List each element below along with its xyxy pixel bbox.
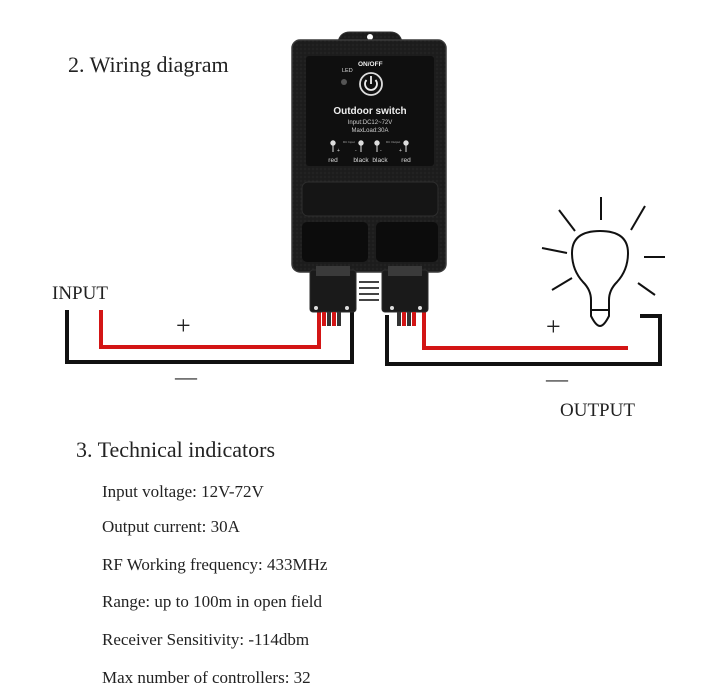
power-label: ON/OFF (358, 61, 383, 68)
terminal-1-label: red (328, 157, 338, 164)
terminal-2-label: black (353, 157, 369, 164)
terminal-3-polarity: - (380, 148, 382, 154)
device-max-load: MaxLoad:30A (351, 128, 388, 134)
terminal-4-polarity: + (399, 148, 402, 154)
spec-max-controllers: Max number of controllers: 32 (102, 668, 311, 687)
output-positive-wire (422, 310, 628, 350)
input-positive-wire (99, 310, 321, 349)
outdoor-switch-device: LED ON/OFF Outdoor switch Input:DC12~72V… (291, 31, 447, 326)
terminal-4-label: red (401, 157, 411, 164)
device-name: Outdoor switch (333, 106, 406, 117)
light-bulb-icon (541, 197, 665, 328)
output-negative-wire (385, 314, 662, 366)
terminal-1-polarity: + (337, 148, 340, 154)
terminal-3-label: black (372, 157, 388, 164)
technical-indicators-title: 3. Technical indicators (76, 437, 276, 462)
dc-output-tag: DC Output (386, 140, 400, 144)
wiring-diagram-title: 2. Wiring diagram (68, 52, 229, 77)
dc-input-tag: DC Input (343, 140, 355, 144)
spec-range: Range: up to 100m in open field (102, 592, 323, 611)
led-label: LED (342, 68, 353, 74)
spec-output-current: Output current: 30A (102, 517, 240, 536)
terminal-2-polarity: - (355, 148, 357, 154)
device-input-spec: Input:DC12~72V (348, 120, 393, 126)
led-indicator (341, 79, 347, 85)
spec-receiver-sensitivity: Receiver Sensitivity: -114dbm (102, 630, 310, 649)
spec-input-voltage: Input voltage: 12V-72V (102, 482, 264, 501)
input-label: INPUT (52, 283, 108, 304)
spec-rf-frequency: RF Working frequency: 433MHz (102, 555, 328, 574)
input-negative-wire (65, 310, 354, 364)
output-label: OUTPUT (560, 400, 635, 421)
output-positive-sign: + (546, 312, 561, 341)
input-negative-sign: — (175, 364, 197, 389)
output-wires (385, 310, 662, 366)
input-wires (65, 310, 354, 364)
power-button-icon (359, 72, 383, 96)
input-positive-sign: + (176, 311, 191, 340)
output-negative-sign: — (546, 366, 568, 391)
wiring-diagram: LED ON/OFF Outdoor switch Input:DC12~72V… (65, 31, 665, 366)
